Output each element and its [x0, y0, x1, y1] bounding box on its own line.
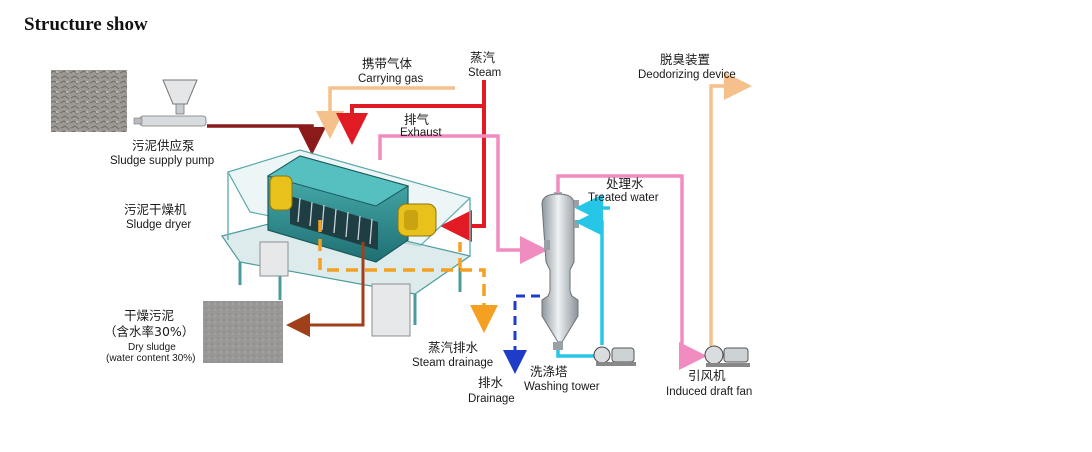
treated-water-label-en: Treated water [588, 192, 659, 204]
dry-sludge-label-cn-2: （含水率30%） [104, 324, 194, 339]
sludge-dryer-label-en: Sludge dryer [126, 219, 191, 231]
carrying-gas-line [316, 86, 455, 139]
exhaust-label-cn: 排气 [404, 112, 430, 127]
washing-tower [541, 192, 579, 350]
dry-sludge-line [286, 242, 365, 337]
steam-drainage-label-en: Steam drainage [412, 357, 493, 369]
drainage-label-cn: 排水 [478, 375, 504, 390]
washing-tower-label-en: Washing tower [524, 381, 600, 393]
deodorizing-label-en: Deodorizing device [638, 69, 736, 81]
washing-pump [593, 346, 636, 366]
recirculation-water-line [556, 222, 602, 358]
drainage-label-en: Drainage [468, 393, 515, 405]
deodorizing-line [709, 72, 752, 346]
dry-sludge-label-cn-1: 干燥污泥 [124, 308, 174, 323]
exhaust-line [378, 134, 548, 264]
steam-drainage-line [318, 220, 498, 333]
sludge-dryer-label-cn: 污泥干燥机 [124, 202, 187, 217]
steam-line-side [440, 106, 486, 242]
raw-sludge-image [51, 70, 127, 132]
tower-exhaust-line [556, 174, 707, 370]
treated-water-label-cn: 处理水 [606, 176, 644, 191]
sludge-pump-label-cn: 污泥供应泵 [132, 138, 195, 153]
exhaust-label-en: Exhaust [400, 127, 442, 139]
page-title: Structure show [24, 14, 148, 35]
washing-tower-label-cn: 洗涤塔 [530, 364, 568, 379]
sludge-pump-label-en: Sludge supply pump [110, 155, 214, 167]
draft-fan-label-en: Induced draft fan [666, 386, 752, 398]
carrying-gas-label-en: Carrying gas [358, 73, 423, 85]
deodorizing-label-cn: 脱臭装置 [660, 52, 710, 67]
steam-label-en: Steam [468, 67, 501, 79]
sludge-dryer-machine [221, 149, 472, 337]
carrying-gas-label-cn: 携带气体 [362, 56, 413, 71]
steam-line-top [336, 80, 486, 145]
sludge-supply-pump [133, 79, 207, 127]
induced-draft-fan [704, 345, 750, 367]
dry-sludge-label-en-1: Dry sludge [128, 342, 176, 353]
draft-fan-label-cn: 引风机 [688, 368, 726, 383]
dry-sludge-label-en-2: (water content 30%) [106, 353, 196, 364]
dry-sludge-image [203, 301, 283, 363]
drainage-line [503, 294, 540, 374]
steam-label-cn: 蒸汽 [470, 50, 496, 65]
steam-drainage-label-cn: 蒸汽排水 [428, 340, 479, 355]
sludge-feed-line [207, 124, 326, 155]
